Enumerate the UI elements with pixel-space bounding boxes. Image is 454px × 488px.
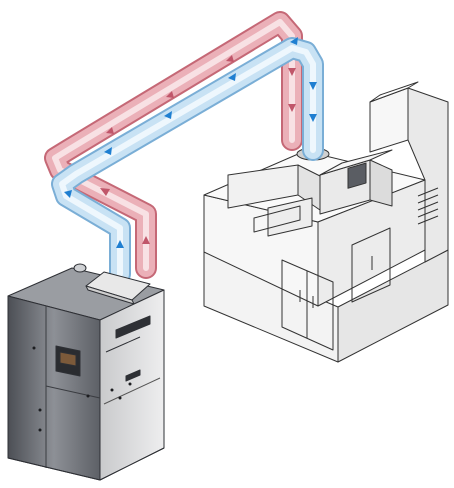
unit-side-line-2 [103,377,161,405]
supply-duct-highlight [52,19,295,271]
up-arrow-red-icon [142,236,150,244]
supply-arrows [100,55,296,244]
up-arrow-red-icon [166,91,174,98]
left-arrow-blue-icon [104,147,112,155]
down-arrow-red-icon [288,104,296,112]
dust-collector [7,263,165,481]
down-arrow-red-icon [288,68,296,76]
machine-column-top [369,81,419,103]
return-arrows [64,37,317,248]
left-arrow-blue-icon [164,111,172,119]
machine-drawer [253,205,301,233]
up-arrow-red-icon [226,55,234,62]
unit-screws [32,346,132,432]
duct-system [44,11,324,285]
return-duct-highlight [59,45,316,277]
down-arrow-blue-icon [309,114,317,122]
unit-side-vent [115,315,151,339]
control-box-side [369,159,393,207]
down-arrow-blue-icon [64,190,72,198]
machine-louvers [417,187,439,225]
unit-display-screen [59,351,77,367]
control-box-top [319,149,393,176]
machine-tool [203,81,449,363]
control-screen [347,162,367,189]
up-arrow-blue-icon [116,240,124,248]
left-arrow-blue-icon [228,73,236,81]
machine-column-side [407,87,449,263]
unit-side-line [105,336,141,353]
machine-base-side [337,249,449,363]
unit-base-edge-side [99,447,165,481]
unit-side-label [125,369,141,382]
unit-panel-divider [45,385,101,399]
down-arrow-blue-icon [309,82,317,90]
up-arrow-red-icon [100,188,110,196]
up-arrow-red-icon [106,127,114,134]
machine-block-front [267,197,313,237]
unit-side [99,289,165,481]
unit-base-edge [7,457,101,481]
machine-door-left [281,259,334,351]
left-arrow-blue-icon [290,37,298,45]
machine-door-right [351,227,391,303]
machine-hood-side [297,164,321,211]
unit-top-cap [73,263,87,273]
